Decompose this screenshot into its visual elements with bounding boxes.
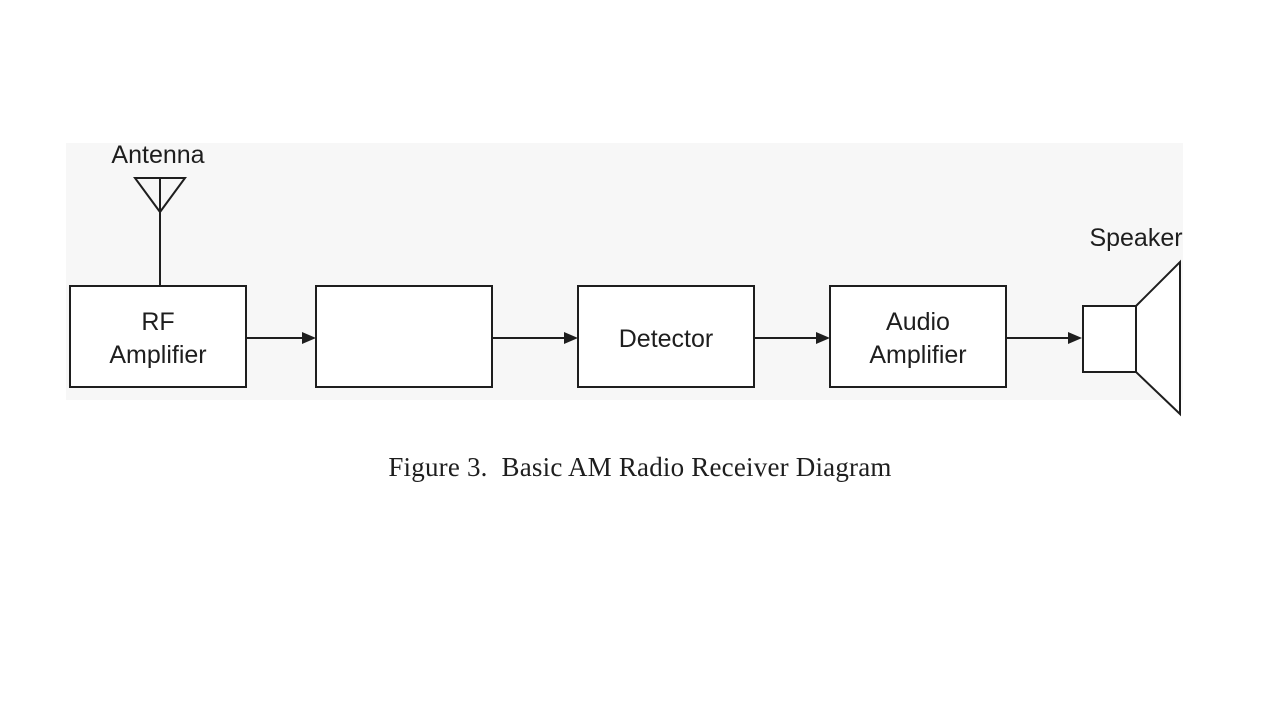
signal-arrow-2 — [492, 332, 578, 344]
antenna-label: Antenna — [111, 141, 204, 169]
audio-amplifier-label-line1: Audio — [886, 308, 950, 336]
detector-label: Detector — [619, 325, 713, 353]
signal-arrow-4 — [1006, 332, 1082, 344]
blank-stage-block — [315, 285, 493, 388]
audio-amplifier-label-line2: Amplifier — [869, 341, 966, 369]
figure-caption: Figure 3. Basic AM Radio Receiver Diagra… — [388, 452, 892, 482]
rf-amplifier-label-line2: Amplifier — [109, 341, 206, 369]
audio-amplifier-block: Audio Amplifier — [829, 285, 1007, 388]
speaker-icon — [1082, 259, 1181, 417]
signal-arrow-1 — [246, 332, 316, 344]
rf-amplifier-block: RF Amplifier — [69, 285, 247, 388]
signal-arrow-3 — [754, 332, 830, 344]
detector-block: Detector — [577, 285, 755, 388]
speaker-label: Speaker — [1089, 224, 1182, 252]
rf-amplifier-label-line1: RF — [141, 308, 174, 336]
antenna-icon — [133, 177, 187, 287]
